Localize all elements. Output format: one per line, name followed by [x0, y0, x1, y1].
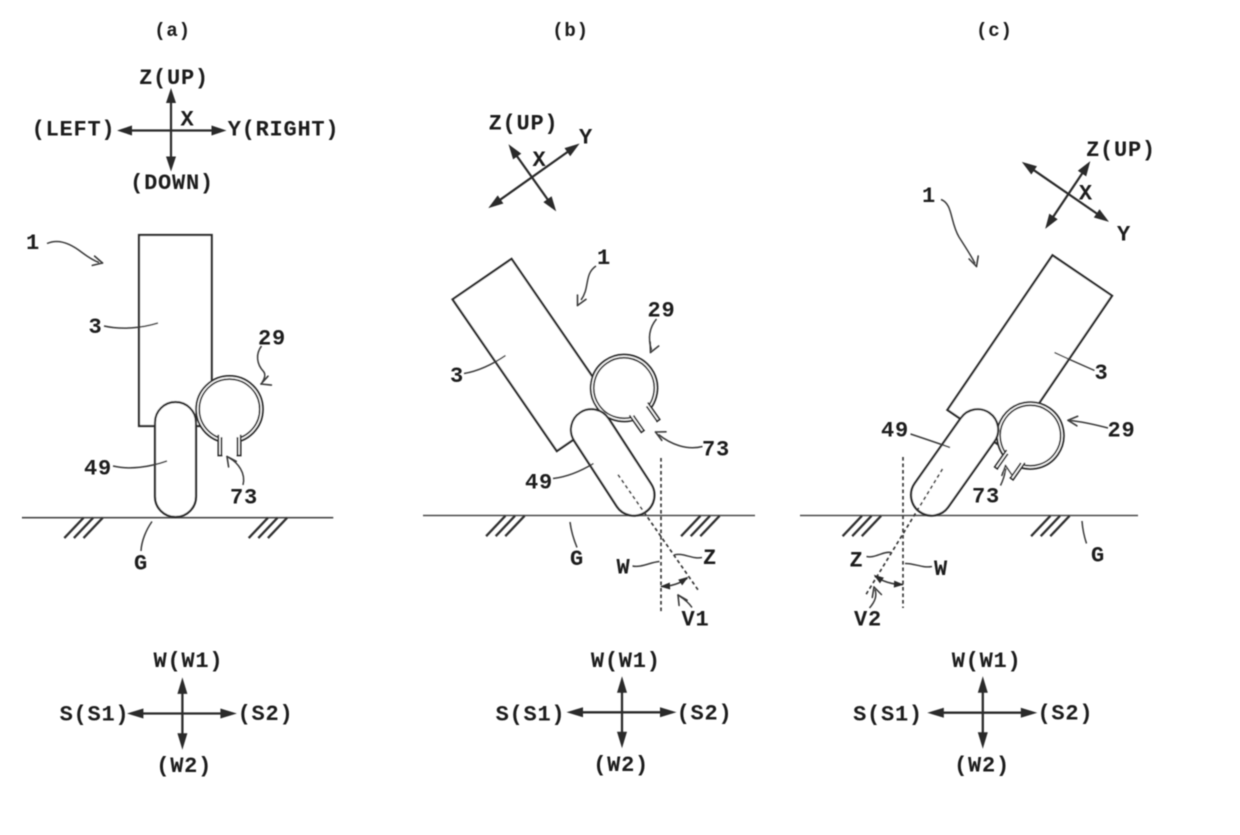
svg-text:(b): (b): [552, 20, 588, 42]
svg-text:73: 73: [972, 485, 1000, 510]
svg-text:S(S1): S(S1): [853, 703, 923, 728]
svg-text:G: G: [134, 552, 148, 577]
svg-text:49: 49: [84, 457, 112, 482]
svg-text:X: X: [181, 108, 195, 133]
svg-text:29: 29: [258, 327, 286, 352]
svg-text:Z(UP): Z(UP): [1086, 138, 1156, 163]
svg-text:49: 49: [881, 419, 909, 444]
svg-text:Y: Y: [579, 126, 593, 151]
svg-text:(S2): (S2): [1037, 702, 1093, 727]
svg-text:Z(UP): Z(UP): [489, 112, 559, 137]
svg-text:(S2): (S2): [238, 702, 294, 727]
svg-text:Z(UP): Z(UP): [139, 66, 209, 91]
svg-text:X: X: [533, 148, 547, 173]
svg-text:X: X: [1079, 182, 1093, 207]
svg-text:1: 1: [597, 246, 611, 271]
svg-text:W: W: [934, 557, 948, 582]
svg-text:49: 49: [525, 471, 553, 496]
svg-text:3: 3: [450, 364, 464, 389]
svg-text:(W2): (W2): [593, 753, 649, 778]
svg-text:V2: V2: [854, 608, 882, 633]
svg-text:Z: Z: [703, 546, 717, 571]
svg-text:1: 1: [26, 231, 40, 256]
svg-text:S(S1): S(S1): [60, 703, 130, 728]
svg-text:W: W: [617, 556, 631, 581]
svg-text:(W2): (W2): [156, 754, 212, 779]
svg-text:(LEFT): (LEFT): [32, 118, 116, 143]
svg-text:(a): (a): [154, 20, 190, 42]
svg-text:W(W1): W(W1): [154, 649, 224, 674]
svg-text:1: 1: [922, 184, 936, 209]
svg-text:(c): (c): [976, 20, 1012, 42]
svg-text:G: G: [1091, 544, 1105, 569]
svg-text:V1: V1: [682, 608, 710, 633]
svg-text:W(W1): W(W1): [591, 649, 661, 674]
svg-text:Z: Z: [850, 549, 864, 574]
svg-text:(W2): (W2): [954, 754, 1010, 779]
svg-text:29: 29: [648, 299, 676, 324]
svg-text:G: G: [570, 547, 584, 572]
svg-text:Y: Y: [1117, 223, 1131, 248]
svg-text:S(S1): S(S1): [496, 703, 566, 728]
svg-text:(DOWN): (DOWN): [130, 171, 214, 196]
svg-text:3: 3: [1095, 361, 1109, 386]
svg-text:(S2): (S2): [677, 702, 733, 727]
svg-text:73: 73: [230, 486, 258, 511]
svg-text:W(W1): W(W1): [952, 649, 1022, 674]
svg-text:Y(RIGHT): Y(RIGHT): [228, 118, 340, 143]
svg-text:73: 73: [702, 438, 730, 463]
svg-text:3: 3: [89, 315, 103, 340]
svg-text:29: 29: [1108, 419, 1136, 444]
